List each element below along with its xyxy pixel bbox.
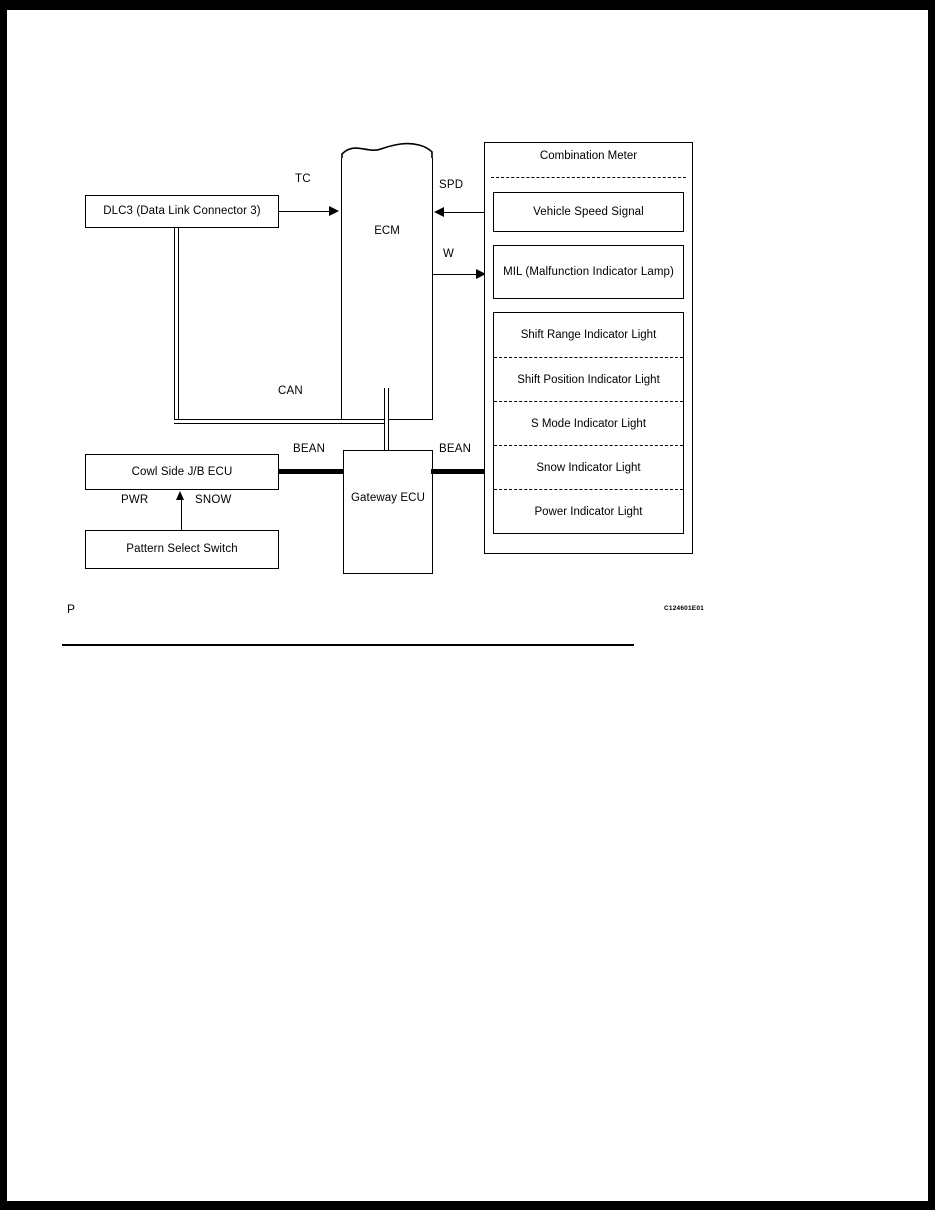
indicator-light-s-mode-label: S Mode Indicator Light (530, 417, 647, 430)
indicator-light-power-label: Power Indicator Light (534, 505, 643, 518)
signal-label-bean-right: BEAN (439, 443, 472, 455)
node-ecm-label: ECM (374, 225, 400, 237)
node-cowl-side-jb-ecu-label: Cowl Side J/B ECU (131, 465, 233, 478)
wire-w (433, 274, 481, 275)
arrowhead-pattern-select-icon (176, 491, 184, 500)
signal-label-snow: SNOW (195, 494, 232, 506)
arrowhead-w-icon (476, 269, 486, 279)
combination-meter-divider (491, 177, 686, 178)
wire-can-vertical-left (174, 228, 179, 424)
wire-spd (444, 212, 490, 213)
horizontal-rule (62, 644, 634, 646)
wire-can-horizontal (174, 419, 389, 424)
node-dlc3-label: DLC3 (Data Link Connector 3) (103, 205, 261, 218)
arrowhead-spd-icon (434, 207, 444, 217)
signal-label-bean-left: BEAN (293, 443, 326, 455)
indicator-light-shift-position[interactable]: Shift Position Indicator Light (494, 357, 683, 401)
meter-item-vehicle-speed-signal[interactable]: Vehicle Speed Signal (493, 192, 684, 232)
indicator-lights-group: Shift Range Indicator Light Shift Positi… (493, 312, 684, 534)
meter-item-mil[interactable]: MIL (Malfunction Indicator Lamp) (493, 245, 684, 299)
figure-code: C124601E01 (664, 605, 704, 612)
combination-meter-title: Combination Meter (539, 150, 638, 162)
indicator-light-shift-range[interactable]: Shift Range Indicator Light (494, 313, 683, 357)
node-ecm[interactable]: ECM (341, 140, 433, 420)
signal-label-spd: SPD (439, 179, 464, 191)
signal-label-tc: TC (295, 173, 311, 185)
indicator-light-shift-position-label: Shift Position Indicator Light (517, 373, 660, 386)
wire-pattern-select (181, 499, 182, 530)
node-gateway-ecu[interactable]: Gateway ECU (343, 450, 433, 574)
node-dlc3[interactable]: DLC3 (Data Link Connector 3) (85, 195, 279, 228)
signal-label-pwr: PWR (121, 494, 149, 506)
indicator-light-s-mode[interactable]: S Mode Indicator Light (494, 401, 683, 445)
system-diagram: DLC3 (Data Link Connector 3) TC ECM SPD … (7, 10, 935, 670)
arrowhead-tc-icon (329, 206, 339, 216)
wire-bean-left (278, 469, 344, 474)
page-content: DLC3 (Data Link Connector 3) TC ECM SPD … (7, 10, 935, 1220)
caption-p: P (67, 602, 76, 616)
node-gateway-ecu-label: Gateway ECU (351, 492, 425, 504)
indicator-light-shift-range-label: Shift Range Indicator Light (520, 329, 657, 342)
signal-label-can: CAN (278, 385, 303, 397)
indicator-light-snow-label: Snow Indicator Light (536, 461, 641, 474)
wire-can-vertical-gateway (384, 419, 389, 452)
signal-label-w: W (443, 248, 455, 260)
node-pattern-select-switch-label: Pattern Select Switch (126, 543, 238, 556)
meter-item-vehicle-speed-signal-label: Vehicle Speed Signal (533, 205, 644, 218)
wire-bean-right (431, 469, 497, 474)
meter-item-mil-label: MIL (Malfunction Indicator Lamp) (503, 265, 674, 278)
wire-can-vertical-ecm (384, 388, 389, 422)
indicator-light-snow[interactable]: Snow Indicator Light (494, 445, 683, 489)
indicator-light-power[interactable]: Power Indicator Light (494, 489, 683, 533)
node-cowl-side-jb-ecu[interactable]: Cowl Side J/B ECU (85, 454, 279, 490)
ecm-body (341, 158, 433, 420)
node-pattern-select-switch[interactable]: Pattern Select Switch (85, 530, 279, 569)
wire-tc (279, 211, 331, 212)
